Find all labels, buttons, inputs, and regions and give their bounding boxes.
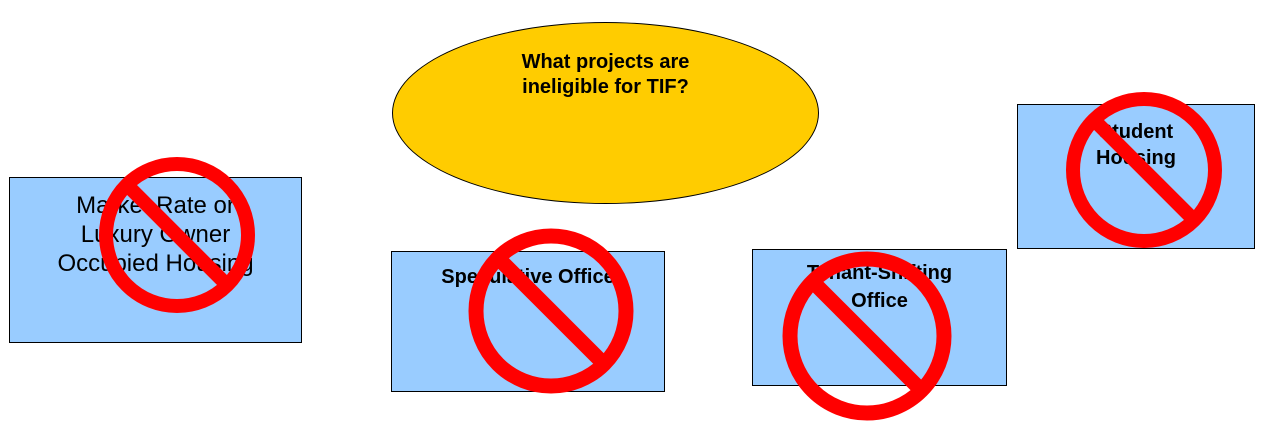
question-text: What projects are ineligible for TIF? [521,51,690,98]
prohibition-sign-icon [782,251,952,421]
prohibition-sign-icon [468,228,634,394]
prohibition-sign-icon [1066,92,1222,248]
prohibition-sign-icon [99,157,255,313]
question-oval: What projects are ineligible for TIF? [392,22,819,204]
